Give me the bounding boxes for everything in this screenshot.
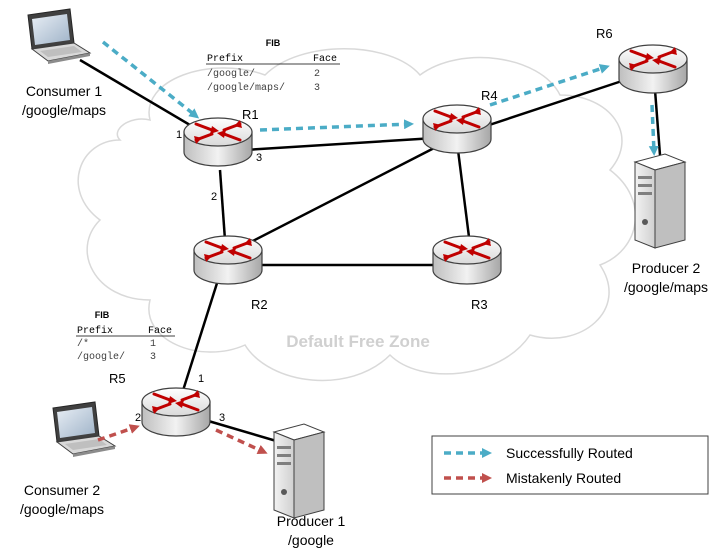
producer1-prefix: /google <box>288 532 334 548</box>
consumer1-name: Consumer 1 <box>26 83 102 99</box>
legend-success-label: Successfully Routed <box>506 445 633 461</box>
router-r4[interactable] <box>421 103 493 155</box>
producer1-server-icon <box>273 423 325 519</box>
fib-header-face: Face <box>148 326 172 337</box>
router-label-r1: R1 <box>242 107 259 122</box>
consumer2-name: Consumer 2 <box>24 482 100 498</box>
router-r5[interactable] <box>140 386 212 438</box>
fib-header-prefix: Prefix <box>207 53 243 65</box>
default-free-zone-label: Default Free Zone <box>286 332 430 351</box>
fib-row-prefix: /google/maps/ <box>207 82 285 94</box>
legend-mistake-label: Mistakenly Routed <box>506 470 621 486</box>
fib-header-face: Face <box>313 54 337 65</box>
producer1-name: Producer 1 <box>277 513 346 529</box>
consumer2-laptop-icon <box>52 401 116 458</box>
success-arrow-consumer1-r1 <box>101 40 200 119</box>
link-r4-r3 <box>456 149 472 246</box>
fib-table-r1: FIB Prefix Face /google/ 2 /google/maps/… <box>206 38 340 94</box>
router-r1[interactable] <box>182 116 254 168</box>
consumer1-prefix: /google/maps <box>22 102 106 118</box>
router-label-r2: R2 <box>251 297 268 312</box>
mistake-arrow-consumer2-r5 <box>97 424 140 442</box>
success-arrow-r6-producer2 <box>648 104 659 156</box>
producer2-server-icon <box>634 153 686 249</box>
fib-row-face: 3 <box>314 83 320 94</box>
router-label-r6: R6 <box>596 26 613 41</box>
face-label-r1-1: 1 <box>176 129 182 141</box>
producer2-prefix: /google/maps <box>624 279 708 295</box>
fib-row-face: 3 <box>150 352 156 363</box>
fib-title: FIB <box>266 38 281 48</box>
face-label-r5-2: 2 <box>135 412 141 424</box>
link-r1-r2 <box>218 169 227 241</box>
link-consumer1-r1 <box>79 58 196 130</box>
fib-title: FIB <box>95 310 110 320</box>
face-label-r5-3: 3 <box>219 412 225 424</box>
face-label-r1-3: 3 <box>256 152 262 164</box>
producer2-name: Producer 2 <box>632 260 701 276</box>
legend-box <box>431 435 709 495</box>
router-r3[interactable] <box>431 234 503 286</box>
success-arrow-r4-r6 <box>489 64 610 107</box>
link-r2-r4 <box>244 143 441 247</box>
fib-row-prefix: /google/ <box>77 351 125 363</box>
legend: Successfully Routed Mistakenly Routed <box>431 435 709 495</box>
mistake-arrow-r5-producer1 <box>215 428 268 455</box>
link-r6-producer2 <box>653 89 662 156</box>
fib-row-prefix: /google/ <box>207 68 255 80</box>
face-label-r5-1: 1 <box>198 373 204 385</box>
fib-row-prefix: /* <box>77 338 89 350</box>
face-label-r1-2: 2 <box>211 191 217 203</box>
link-r4-r6 <box>479 78 626 130</box>
router-label-r5: R5 <box>109 371 126 386</box>
fib-row-face: 1 <box>150 339 156 350</box>
success-arrow-r1-r4 <box>259 119 414 132</box>
consumer1-laptop-icon <box>27 8 91 65</box>
link-r2-r5 <box>178 279 220 401</box>
router-r2[interactable] <box>192 234 264 286</box>
fib-row-face: 2 <box>314 69 320 80</box>
fib-header-prefix: Prefix <box>77 325 113 337</box>
router-r6[interactable] <box>617 43 689 95</box>
router-label-r3: R3 <box>471 297 488 312</box>
link-r1-r4 <box>244 136 436 152</box>
consumer2-prefix: /google/maps <box>20 501 104 517</box>
router-label-r4: R4 <box>481 88 498 103</box>
fib-table-r5: FIB Prefix Face /* 1 /google/ 3 <box>76 310 175 363</box>
